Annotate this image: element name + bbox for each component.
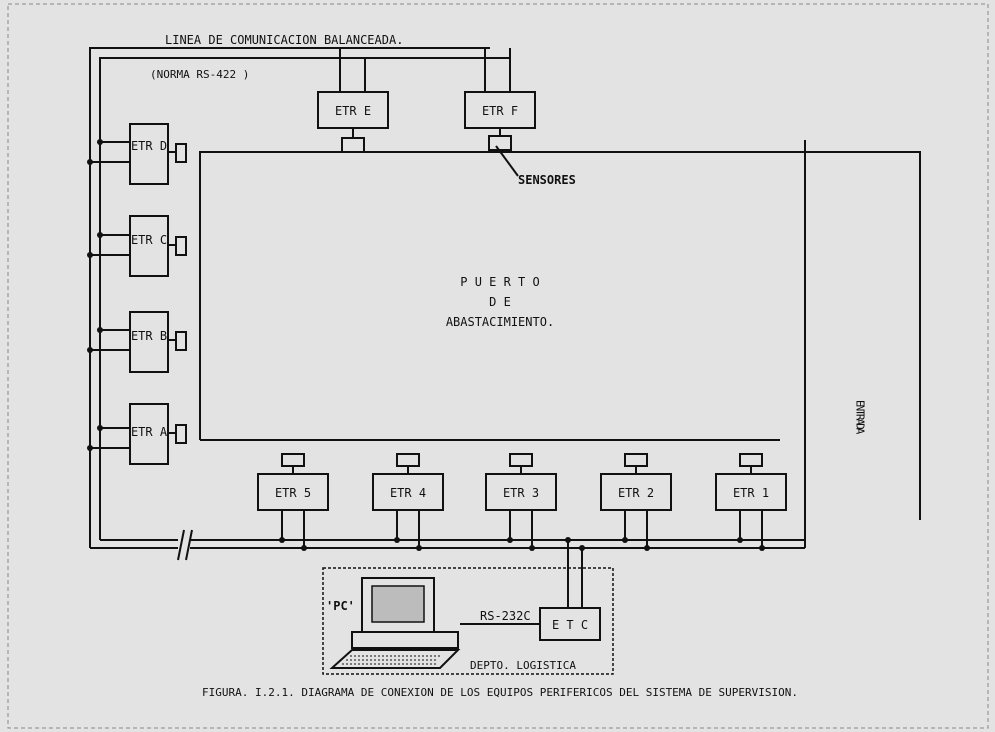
pc-label: 'PC'	[326, 599, 355, 613]
etr-1-label: ETR 1	[733, 486, 769, 500]
bus-break-mark	[178, 530, 192, 560]
sensors-label: SENSORES	[518, 173, 576, 187]
etr-e-sensor	[342, 138, 364, 152]
entrance-label: ENTRADA	[854, 400, 867, 435]
port-title-line3: ABASTACIMIENTO.	[446, 315, 554, 329]
port-title-line2: D E	[489, 295, 511, 309]
etr-e-drops	[340, 48, 365, 92]
etr-f-drops	[485, 48, 510, 92]
etc-bus-link	[568, 540, 582, 612]
etr-4-unit	[373, 454, 443, 551]
port-outline	[200, 152, 920, 520]
etr-e-label: ETR E	[335, 104, 371, 118]
bus-title: LINEA DE COMUNICACION BALANCEADA.	[165, 33, 403, 47]
etr-d-label: ETR D	[131, 139, 167, 153]
figure-caption: FIGURA. I.2.1. DIAGRAMA DE CONEXION DE L…	[202, 686, 798, 699]
etr-c-label: ETR C	[131, 233, 167, 247]
etr-3-unit	[486, 454, 556, 551]
etr-4-label: ETR 4	[390, 486, 426, 500]
etr-5-label: ETR 5	[275, 486, 311, 500]
etr-b-label: ETR B	[131, 329, 167, 343]
etr-f-sensor	[489, 136, 511, 150]
etr-3-label: ETR 3	[503, 486, 539, 500]
rs232-label: RS-232C	[480, 609, 531, 623]
port-title-line1: P U E R T O	[460, 275, 539, 289]
pc-computer-icon	[332, 578, 458, 668]
dept-label: DEPTO. LOGISTICA	[470, 659, 576, 672]
etr-2-label: ETR 2	[618, 486, 654, 500]
etr-5-unit	[258, 454, 328, 551]
etc-label: E T C	[552, 618, 588, 632]
etr-a-label: ETR A	[131, 425, 168, 439]
etr-d-unit	[87, 124, 186, 184]
etr-2-unit	[601, 454, 671, 551]
bus-standard: (NORMA RS-422 )	[150, 68, 249, 81]
etr-1-unit	[716, 454, 786, 551]
etr-f-label: ETR F	[482, 104, 518, 118]
